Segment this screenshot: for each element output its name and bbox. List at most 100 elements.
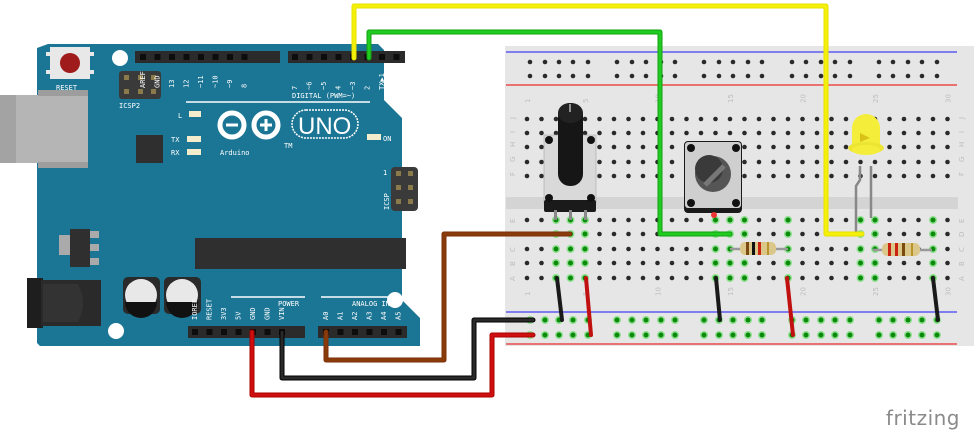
breadboard-hole[interactable] [934,332,940,338]
breadboard-hole[interactable] [698,130,704,136]
breadboard-hole[interactable] [640,275,646,281]
breadboard-hole[interactable] [800,217,805,223]
breadboard-hole[interactable] [759,59,765,65]
jumper-red[interactable] [584,276,593,337]
breadboard-hole[interactable] [539,246,544,252]
breadboard-hole[interactable] [713,116,718,122]
breadboard-hole[interactable] [930,116,936,122]
breadboard-hole[interactable] [887,159,892,165]
breadboard-hole[interactable] [756,116,762,122]
breadboard-hole[interactable] [727,260,733,266]
breadboard-hole[interactable] [626,116,631,122]
breadboard-hole[interactable] [539,173,544,179]
breadboard-hole[interactable] [814,173,820,179]
breadboard-hole[interactable] [727,217,733,223]
breadboard-hole[interactable] [887,260,892,266]
breadboard-hole[interactable] [669,116,675,122]
breadboard-hole[interactable] [785,231,791,237]
breadboard-hole[interactable] [916,275,921,281]
breadboard-hole[interactable] [553,260,559,266]
breadboard-hole[interactable] [716,59,722,65]
analog-pin[interactable] [395,329,402,335]
breadboard-hole[interactable] [524,144,530,150]
breadboard-hole[interactable] [843,246,849,252]
breadboard-hole[interactable] [843,130,849,136]
breadboard-hole[interactable] [524,159,530,165]
breadboard-hole[interactable] [905,317,911,323]
breadboard-hole[interactable] [930,260,936,266]
breadboard-hole[interactable] [568,246,573,252]
breadboard-hole[interactable] [945,231,950,237]
breadboard-hole[interactable] [814,144,820,150]
breadboard-hole[interactable] [756,173,762,179]
breadboard-hole[interactable] [843,217,849,223]
breadboard-hole[interactable] [756,159,762,165]
breadboard-hole[interactable] [643,59,649,65]
digital-pin[interactable] [292,54,298,60]
breadboard-hole[interactable] [785,144,791,150]
breadboard-hole[interactable] [527,73,533,79]
breadboard-hole[interactable] [858,275,863,281]
breadboard-hole[interactable] [542,317,548,323]
breadboard-hole[interactable] [916,173,921,179]
breadboard-hole[interactable] [785,116,791,122]
breadboard-hole[interactable] [945,246,950,252]
breadboard-hole[interactable] [832,59,838,65]
breadboard-hole[interactable] [640,260,646,266]
breadboard-hole[interactable] [800,116,805,122]
breadboard-hole[interactable] [524,275,530,281]
breadboard-hole[interactable] [771,275,776,281]
breadboard-hole[interactable] [916,144,921,150]
breadboard-hole[interactable] [713,130,718,136]
breadboard-hole[interactable] [611,159,617,165]
breadboard-hole[interactable] [742,130,747,136]
breadboard-hole[interactable] [611,116,617,122]
breadboard-hole[interactable] [934,59,940,65]
breadboard-hole[interactable] [916,260,921,266]
breadboard-hole[interactable] [582,246,588,252]
breadboard-hole[interactable] [945,173,950,179]
breadboard-hole[interactable] [684,246,689,252]
breadboard-hole[interactable] [876,317,882,323]
breadboard-hole[interactable] [887,173,892,179]
breadboard-hole[interactable] [890,73,896,79]
breadboard-hole[interactable] [847,59,853,65]
breadboard-hole[interactable] [829,159,834,165]
analog-pin[interactable] [381,329,387,335]
breadboard-hole[interactable] [930,144,936,150]
breadboard-hole[interactable] [803,73,809,79]
breadboard-hole[interactable] [803,59,809,65]
breadboard-hole[interactable] [672,317,678,323]
breadboard-hole[interactable] [814,246,820,252]
breadboard-hole[interactable] [832,317,838,323]
breadboard-hole[interactable] [716,332,722,338]
breadboard-hole[interactable] [643,73,649,79]
breadboard-hole[interactable] [539,260,544,266]
breadboard-hole[interactable] [556,332,562,338]
breadboard-hole[interactable] [858,246,863,252]
breadboard-hole[interactable] [524,217,530,223]
breadboard-hole[interactable] [640,231,646,237]
breadboard-hole[interactable] [713,246,718,252]
power-pin[interactable] [264,329,271,335]
breadboard-hole[interactable] [539,217,544,223]
breadboard-hole[interactable] [800,130,805,136]
breadboard-hole[interactable] [626,231,631,237]
digital-pin[interactable] [198,54,204,60]
breadboard-hole[interactable] [876,59,882,65]
breadboard-hole[interactable] [597,116,602,122]
breadboard-hole[interactable] [916,116,921,122]
breadboard-hole[interactable] [771,217,776,223]
breadboard-hole[interactable] [887,144,892,150]
breadboard-hole[interactable] [872,231,878,237]
breadboard-hole[interactable] [684,217,689,223]
jumper-black[interactable] [714,276,722,322]
breadboard-hole[interactable] [640,159,646,165]
breadboard-hole[interactable] [872,173,878,179]
breadboard-hole[interactable] [669,246,675,252]
breadboard-hole[interactable] [916,159,921,165]
breadboard-hole[interactable] [701,332,707,338]
breadboard-hole[interactable] [640,130,646,136]
breadboard-hole[interactable] [756,260,762,266]
breadboard-hole[interactable] [756,130,762,136]
